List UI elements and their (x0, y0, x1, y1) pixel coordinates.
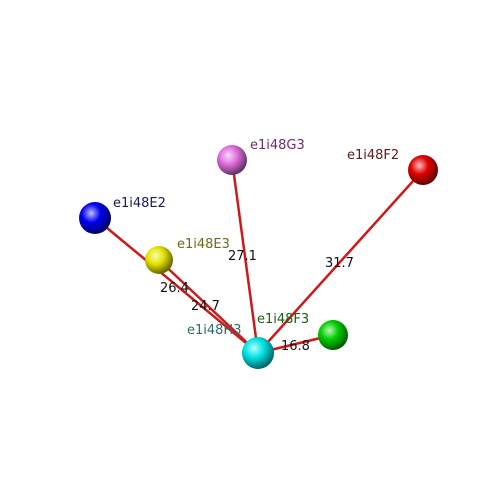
edge-distance-label: 27.1 (228, 249, 257, 264)
edge-distance-label: 16.8 (281, 339, 310, 354)
edge-g3-h3 (230, 159, 260, 354)
edge-e2-h3 (94, 217, 259, 354)
nodes-layer (79, 145, 438, 369)
node-f3-sphere (318, 320, 348, 350)
node-f2-label: e1i48F2 (347, 148, 399, 163)
node-h3-sphere (242, 337, 274, 369)
node-e3-label: e1i48E3 (177, 237, 230, 252)
node-g3-label: e1i48G3 (250, 138, 305, 153)
edge-distance-label: 26.4 (160, 281, 189, 296)
edge-distance-label: 31.7 (325, 256, 354, 271)
labels-layer: 24.726.4 27.1 31.7 16.8 e1i48H3 e1i48E2 e1i48E… (113, 138, 399, 354)
node-f3-label: e1i48F3 (257, 312, 309, 327)
edge-f2-h3 (257, 169, 424, 354)
node-e2-sphere (79, 202, 111, 234)
node-h3-label: e1i48H3 (187, 323, 241, 338)
edge-e3-h3 (158, 259, 259, 354)
node-e2-label: e1i48E2 (113, 196, 166, 211)
node-e3-sphere (145, 246, 173, 274)
node-f2-sphere (408, 155, 438, 185)
node-g3-sphere (217, 145, 247, 175)
edges-layer (94, 159, 424, 355)
edge-distance-label: 24.7 (191, 299, 220, 314)
